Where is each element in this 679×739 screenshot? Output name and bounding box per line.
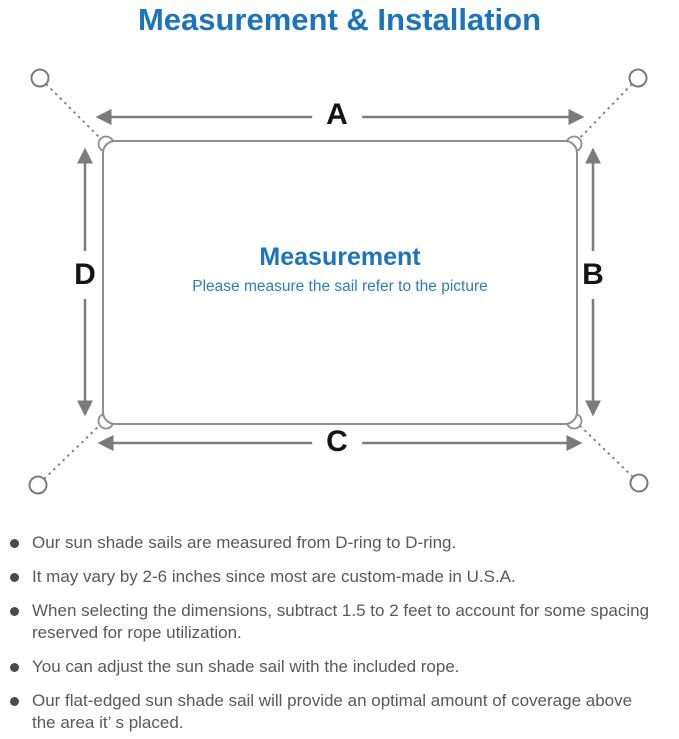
measurement-diagram [28, 68, 649, 495]
diagram-heading: Measurement [259, 243, 421, 271]
anchor-ring-icon [28, 475, 48, 495]
list-item: It may vary by 2-6 inches since most are… [10, 566, 672, 588]
rope-dashed-lines [43, 83, 634, 480]
anchor-ring-icon [30, 68, 50, 88]
page-title: Measurement & Installation [137, 2, 542, 37]
rope-line-bottom-left [43, 421, 104, 480]
label-c: C [312, 425, 362, 459]
diagram-subtitle: Please measure the sail refer to the pic… [192, 278, 488, 295]
bullet-dot-icon [10, 539, 19, 548]
label-b: B [579, 251, 607, 299]
note-text: Our sun shade sails are measured from D-… [32, 533, 457, 552]
rope-line-top-left [45, 83, 105, 143]
note-text: It may vary by 2-6 inches since most are… [32, 567, 516, 586]
label-a: A [312, 98, 362, 132]
label-d: D [71, 251, 99, 299]
list-item: Our sun shade sails are measured from D-… [10, 532, 672, 554]
bullet-dot-icon [10, 697, 19, 706]
anchor-ring-icon [629, 473, 649, 493]
anchor-ring-icon [628, 68, 648, 88]
list-item: You can adjust the sun shade sail with t… [10, 656, 672, 678]
bullet-dot-icon [10, 573, 19, 582]
note-text: You can adjust the sun shade sail with t… [32, 657, 460, 676]
anchor-points [28, 68, 649, 495]
list-item: Our flat-edged sun shade sail will provi… [10, 690, 672, 734]
list-item: When selecting the dimensions, subtract … [10, 600, 672, 644]
bullet-dot-icon [10, 663, 19, 672]
rope-line-top-right [575, 83, 633, 143]
sail-rectangle [102, 140, 578, 425]
note-text: Our flat-edged sun shade sail will provi… [32, 691, 633, 732]
note-text: When selecting the dimensions, subtract … [32, 601, 650, 642]
rope-line-bottom-right [575, 421, 634, 478]
notes-list: Our sun shade sails are measured from D-… [10, 532, 672, 739]
bullet-dot-icon [10, 607, 19, 616]
